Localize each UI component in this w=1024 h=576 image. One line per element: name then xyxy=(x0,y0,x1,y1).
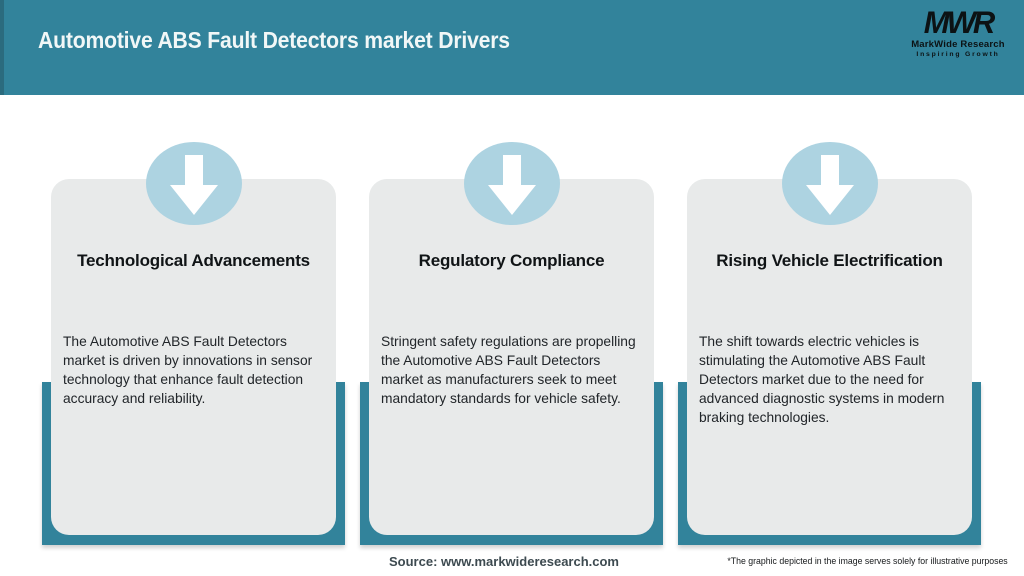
driver-card: Technological Advancements The Automotiv… xyxy=(51,179,336,535)
card-title: Technological Advancements xyxy=(77,251,310,270)
driver-card: Rising Vehicle Electrification The shift… xyxy=(687,179,972,535)
down-arrow-icon xyxy=(805,154,854,215)
card-title: Rising Vehicle Electrification xyxy=(716,251,943,270)
card-body: Stringent safety regulations are propell… xyxy=(381,334,636,406)
down-arrow-icon xyxy=(487,154,536,215)
driver-card-group: Technological Advancements The Automotiv… xyxy=(42,139,345,548)
card-body: The Automotive ABS Fault Detectors marke… xyxy=(63,334,313,406)
down-arrow-badge xyxy=(781,142,878,225)
card-title: Regulatory Compliance xyxy=(418,251,605,270)
markwide-logo: MWR MarkWide Research Inspiring Growth xyxy=(906,7,1010,58)
driver-card-group: Regulatory Compliance Stringent safety r… xyxy=(360,139,663,548)
driver-card-group: Rising Vehicle Electrification The shift… xyxy=(678,139,981,548)
driver-card: Regulatory Compliance Stringent safety r… xyxy=(369,179,654,535)
mwr-logo-icon: MWR xyxy=(923,4,995,41)
down-arrow-icon xyxy=(169,154,218,215)
header-bar: Automotive ABS Fault Detectors market Dr… xyxy=(0,0,1024,95)
page-title: Automotive ABS Fault Detectors market Dr… xyxy=(38,27,510,53)
source-text: Source: www.markwideresearch.com xyxy=(388,554,620,569)
header-left-accent xyxy=(0,0,4,95)
card-body: The shift towards electric vehicles is s… xyxy=(699,334,945,425)
logo-tagline: Inspiring Growth xyxy=(916,51,1000,58)
disclaimer-text: *The graphic depicted in the image serve… xyxy=(727,556,1008,567)
down-arrow-badge xyxy=(145,142,242,225)
logo-company-name: MarkWide Research xyxy=(911,39,1005,50)
down-arrow-badge xyxy=(463,142,560,225)
